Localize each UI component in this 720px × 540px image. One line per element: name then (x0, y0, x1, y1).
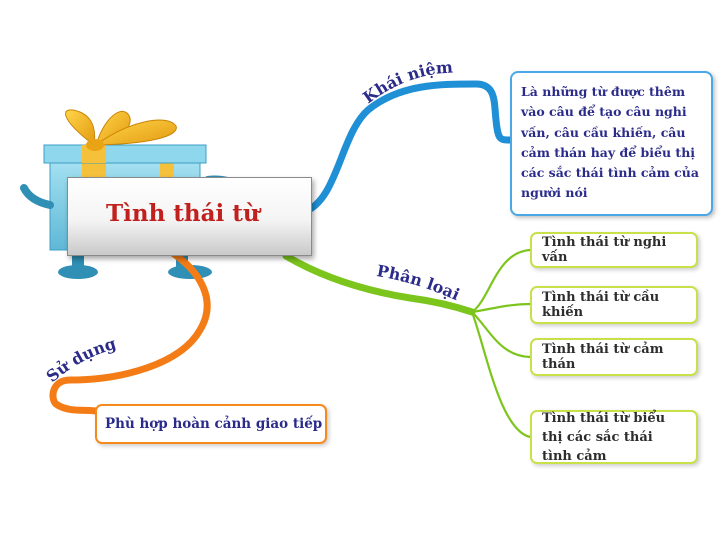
classification-item-label: Tình thái từ biểu thị các sắc thái tình … (542, 409, 686, 466)
classification-item-bieu-thi: Tình thái từ biểu thị các sắc thái tình … (530, 410, 698, 464)
definition-node: Là những từ được thêm vào câu để tạo câu… (510, 71, 713, 216)
classification-item-nghi-van: Tình thái từ nghi vấn (530, 232, 698, 268)
classification-item-label: Tình thái từ nghi vấn (542, 235, 686, 265)
branch-definition (304, 84, 510, 212)
central-topic-box: Tình thái từ (67, 177, 312, 256)
classification-connectors (472, 250, 530, 437)
central-topic-title: Tình thái từ (106, 200, 260, 227)
classification-item-label: Tình thái từ cảm thán (542, 342, 686, 372)
definition-text: Là những từ được thêm vào câu để tạo câu… (521, 82, 703, 204)
classification-item-label: Tình thái từ cầu khiến (542, 290, 686, 320)
classification-item-cam-than: Tình thái từ cảm thán (530, 338, 698, 376)
usage-text: Phù hợp hoàn cảnh giao tiếp (105, 416, 322, 432)
usage-node: Phù hợp hoàn cảnh giao tiếp (95, 404, 327, 444)
classification-item-cau-khien: Tình thái từ cầu khiến (530, 286, 698, 324)
